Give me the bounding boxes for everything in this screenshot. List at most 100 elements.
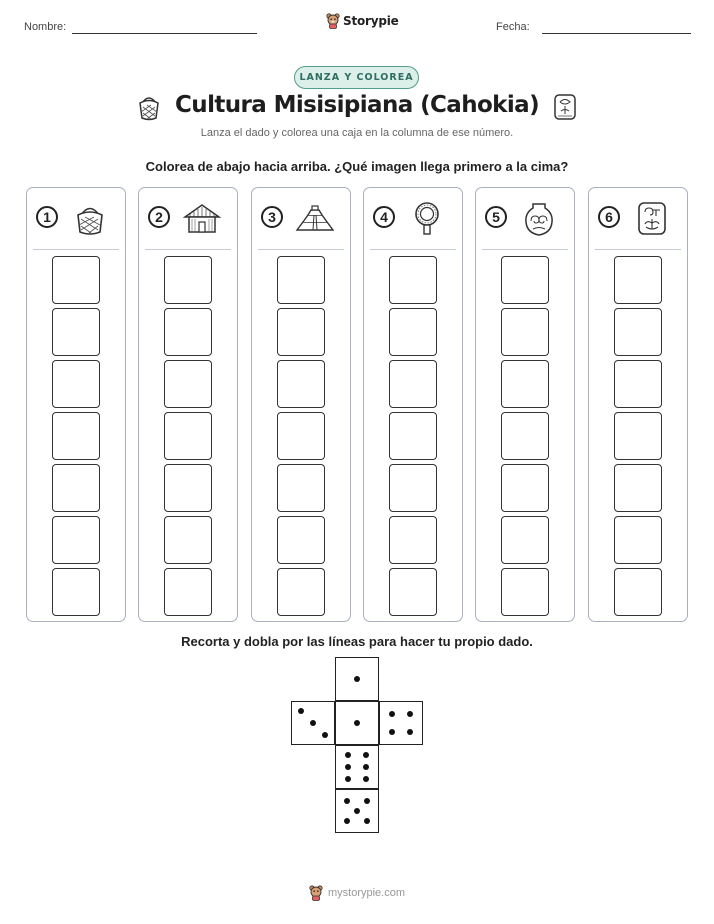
die-pip <box>322 732 329 739</box>
date-line[interactable] <box>542 33 691 34</box>
color-box[interactable] <box>501 412 549 460</box>
column-number: 5 <box>485 206 507 228</box>
color-box[interactable] <box>501 256 549 304</box>
color-box[interactable] <box>501 464 549 512</box>
color-box[interactable] <box>501 568 549 616</box>
die-pip <box>345 776 352 783</box>
color-box[interactable] <box>389 412 437 460</box>
brand-logo: Storypie <box>326 13 399 29</box>
die-pip <box>354 808 360 814</box>
footer-url[interactable]: mystorypie.com <box>328 887 406 899</box>
color-box[interactable] <box>614 360 662 408</box>
color-box[interactable] <box>614 568 662 616</box>
color-box[interactable] <box>501 360 549 408</box>
die-pip <box>389 728 396 735</box>
activity-badge: LANZA Y COLOREA <box>294 66 419 89</box>
die-pip <box>345 751 352 758</box>
color-box[interactable] <box>164 256 212 304</box>
color-box[interactable] <box>277 464 325 512</box>
column-number: 1 <box>36 206 58 228</box>
column-6: 6 <box>588 187 688 622</box>
color-box[interactable] <box>501 516 549 564</box>
basket-icon <box>139 97 159 121</box>
color-box[interactable] <box>389 308 437 356</box>
die-pip <box>364 818 371 825</box>
die-face <box>335 657 379 701</box>
column-1: 1 <box>26 187 126 622</box>
column-3: 3 <box>251 187 351 622</box>
color-box[interactable] <box>501 308 549 356</box>
die-pip <box>343 818 350 825</box>
thatched-hut-icon <box>182 204 222 233</box>
die-face <box>335 789 379 833</box>
column-number: 4 <box>373 206 395 228</box>
color-box[interactable] <box>389 464 437 512</box>
gorget-pendant-icon <box>415 202 439 235</box>
color-box[interactable] <box>164 360 212 408</box>
color-box[interactable] <box>389 568 437 616</box>
bear-mascot-icon <box>326 13 340 29</box>
color-box[interactable] <box>52 360 100 408</box>
die-face <box>335 701 379 745</box>
die-pip <box>354 676 360 682</box>
carved-tablet-icon <box>638 202 666 235</box>
die-pip <box>297 707 304 714</box>
color-box[interactable] <box>164 516 212 564</box>
die-pip <box>362 764 369 770</box>
date-label: Fecha: <box>496 21 530 33</box>
column-divider <box>145 249 231 250</box>
subtitle: Lanza el dado y colorea una caja en la c… <box>200 127 514 139</box>
mound-pyramid-icon <box>295 205 335 231</box>
cut-instruction: Recorta y dobla por las líneas para hace… <box>181 634 533 649</box>
die-pip <box>310 720 316 726</box>
color-box[interactable] <box>164 464 212 512</box>
die-pip <box>362 751 369 758</box>
column-divider <box>370 249 456 250</box>
column-4: 4 <box>363 187 463 622</box>
column-number: 2 <box>148 206 170 228</box>
column-5: 5 <box>475 187 575 622</box>
bear-mascot-icon <box>309 885 323 901</box>
column-divider <box>482 249 568 250</box>
color-box[interactable] <box>52 308 100 356</box>
color-box[interactable] <box>614 464 662 512</box>
column-number: 3 <box>261 206 283 228</box>
color-box[interactable] <box>277 412 325 460</box>
color-box[interactable] <box>277 360 325 408</box>
die-pip <box>389 711 396 718</box>
die-pip <box>354 720 360 726</box>
column-number: 6 <box>598 206 620 228</box>
color-box[interactable] <box>277 256 325 304</box>
color-box[interactable] <box>389 256 437 304</box>
color-box[interactable] <box>52 464 100 512</box>
column-divider <box>258 249 344 250</box>
brand-name: Storypie <box>343 14 399 28</box>
color-box[interactable] <box>52 412 100 460</box>
color-box[interactable] <box>614 516 662 564</box>
color-box[interactable] <box>52 568 100 616</box>
color-box[interactable] <box>277 568 325 616</box>
column-2: 2 <box>138 187 238 622</box>
die-pip <box>406 711 413 718</box>
color-box[interactable] <box>52 256 100 304</box>
color-box[interactable] <box>389 516 437 564</box>
name-label: Nombre: <box>24 21 67 33</box>
die-face <box>335 745 379 789</box>
color-box[interactable] <box>164 308 212 356</box>
column-divider <box>33 249 119 250</box>
color-box[interactable] <box>164 568 212 616</box>
color-box[interactable] <box>52 516 100 564</box>
color-box[interactable] <box>277 516 325 564</box>
basket-icon <box>77 207 103 235</box>
stone-tablet-icon <box>554 94 576 120</box>
color-box[interactable] <box>277 308 325 356</box>
color-box[interactable] <box>614 308 662 356</box>
die-pip <box>362 776 369 783</box>
color-box[interactable] <box>389 360 437 408</box>
color-box[interactable] <box>614 412 662 460</box>
color-box[interactable] <box>614 256 662 304</box>
color-box[interactable] <box>164 412 212 460</box>
footer: mystorypie.com <box>309 885 405 901</box>
coloring-instruction: Colorea de abajo hacia arriba. ¿Qué imag… <box>145 159 569 174</box>
name-line[interactable] <box>72 33 257 34</box>
